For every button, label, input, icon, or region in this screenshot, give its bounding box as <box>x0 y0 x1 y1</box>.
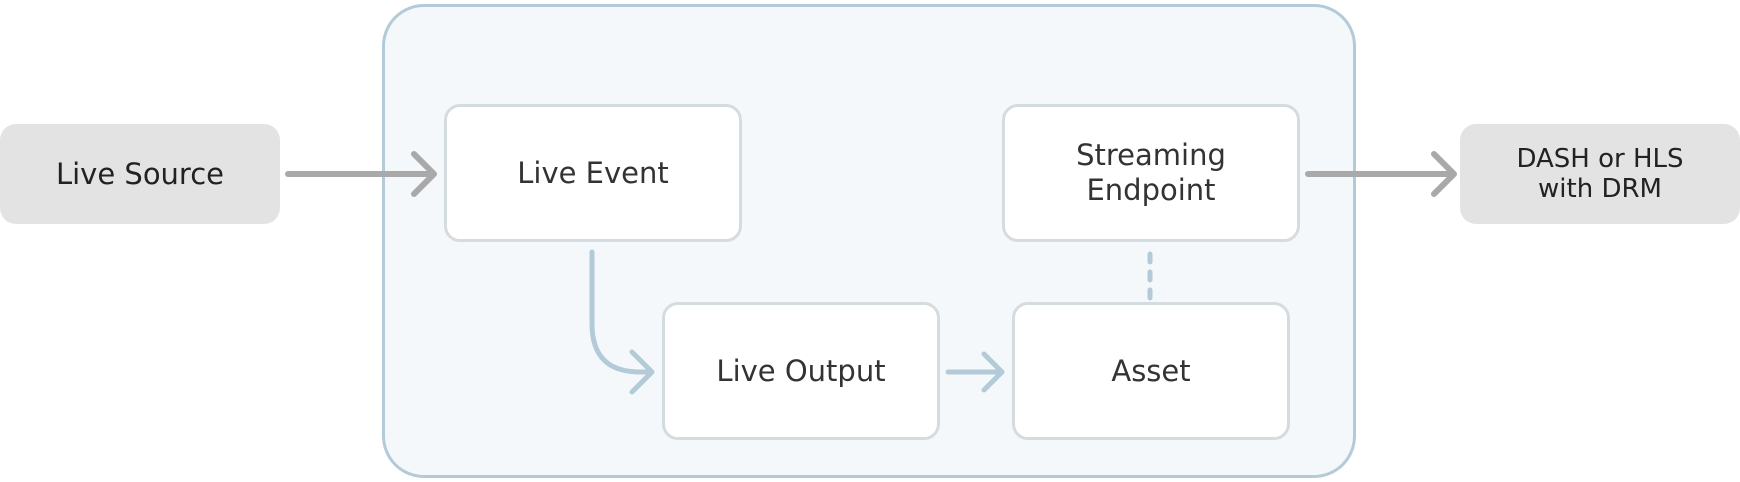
live-output-node: Live Output <box>662 302 940 440</box>
arrow-live-source-to-live-event <box>285 151 437 197</box>
streaming-endpoint-label-line2: Endpoint <box>1086 173 1216 207</box>
arrow-live-event-to-live-output <box>589 249 655 395</box>
streaming-endpoint-label-line1: Streaming <box>1076 138 1226 172</box>
live-source-node: Live Source <box>0 124 280 224</box>
dash-hls-output-node: DASH or HLS with DRM <box>1460 124 1740 224</box>
output-label-line2: with DRM <box>1538 174 1662 204</box>
asset-label: Asset <box>1111 353 1191 388</box>
arrow-streaming-endpoint-to-output <box>1305 151 1457 197</box>
streaming-endpoint-node: Streaming Endpoint <box>1002 104 1300 242</box>
live-event-node: Live Event <box>444 104 742 242</box>
arrow-live-output-to-asset <box>945 351 1005 393</box>
live-source-label: Live Source <box>55 156 225 191</box>
asset-node: Asset <box>1012 302 1290 440</box>
live-event-label: Live Event <box>517 155 669 190</box>
live-output-label: Live Output <box>716 353 886 388</box>
output-label-line1: DASH or HLS <box>1516 144 1684 174</box>
